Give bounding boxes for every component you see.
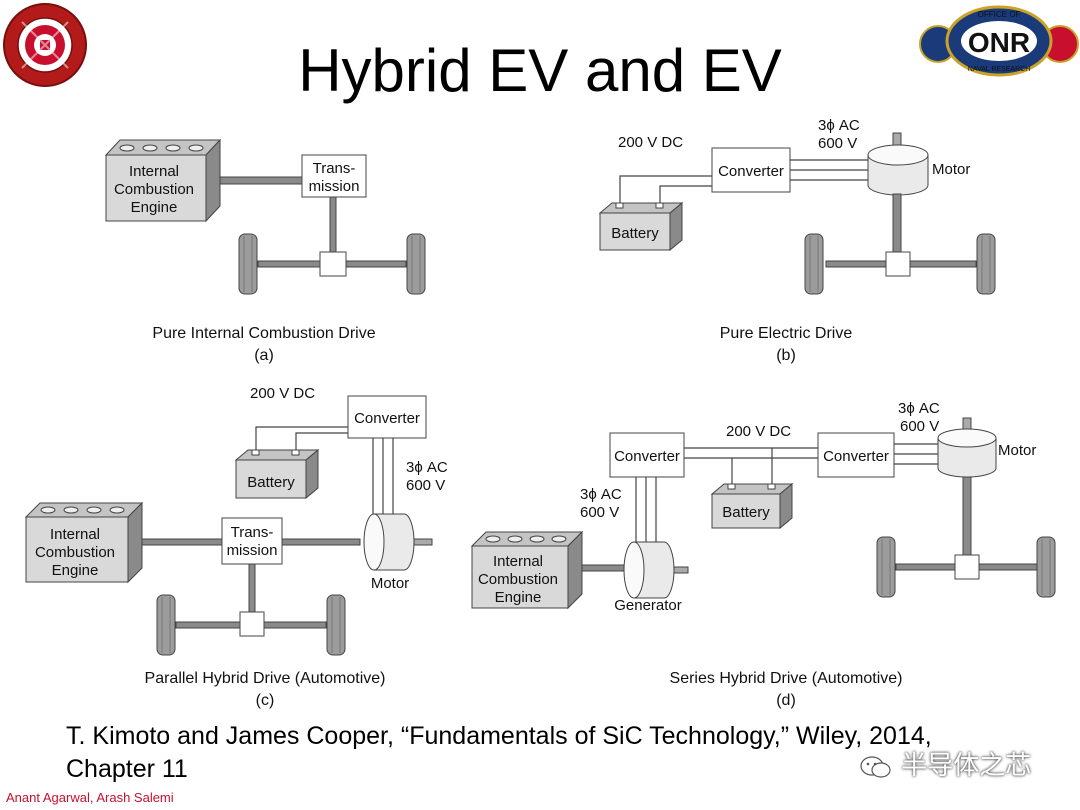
converter-box bbox=[711, 147, 791, 193]
transmission-box bbox=[221, 517, 283, 565]
dc-voltage-label: 200 V DC bbox=[618, 134, 683, 151]
watermark-text: 半导体之芯 bbox=[901, 750, 1032, 780]
ac-voltage-left-label-line2: 600 V bbox=[580, 504, 619, 521]
ac-voltage-label-line1: 3ϕ AC bbox=[818, 117, 860, 134]
differential bbox=[239, 611, 265, 637]
motor-label: Motor bbox=[998, 442, 1036, 459]
battery-label: Battery bbox=[722, 504, 770, 521]
converter-label: Converter bbox=[718, 163, 784, 180]
panel-d-caption: Series Hybrid Drive (Automotive) bbox=[670, 670, 903, 687]
engine-label-line2: Combustion bbox=[478, 571, 558, 588]
transmission-label-line2: mission bbox=[309, 178, 360, 195]
motor bbox=[867, 132, 929, 253]
converter-box-right bbox=[817, 432, 895, 478]
svg-text:OFFICE OF: OFFICE OF bbox=[978, 10, 1021, 19]
wheel bbox=[156, 594, 176, 656]
wheel bbox=[976, 233, 996, 295]
transmission-label-line1: Trans- bbox=[231, 524, 274, 541]
panel-a-pure-ice-drive: Internal Combustion Engine Trans- missio… bbox=[104, 138, 426, 364]
panel-d-series-hybrid-drive: Converter 200 V DC Converter 3ϕ AC 600 V… bbox=[470, 400, 1056, 709]
battery-label: Battery bbox=[611, 225, 659, 242]
ac-voltage-label-line2: 600 V bbox=[818, 135, 857, 152]
converter-box bbox=[347, 395, 427, 439]
engine-label-line3: Engine bbox=[131, 199, 178, 216]
slide-title: Hybrid EV and EV bbox=[298, 37, 782, 104]
svg-text:NAVAL RESEARCH: NAVAL RESEARCH bbox=[968, 66, 1031, 73]
engine-label-line1: Internal bbox=[50, 526, 100, 543]
ac-voltage-left-label-line1: 3ϕ AC bbox=[580, 486, 622, 503]
wheel bbox=[804, 233, 824, 295]
wheel bbox=[238, 233, 258, 295]
citation-line1: T. Kimoto and James Cooper, “Fundamental… bbox=[66, 722, 932, 750]
converter-right-label: Converter bbox=[823, 448, 889, 465]
wheel bbox=[326, 594, 346, 656]
converter-label: Converter bbox=[354, 410, 420, 427]
svg-text:ONR: ONR bbox=[968, 27, 1030, 58]
dc-voltage-label: 200 V DC bbox=[250, 385, 315, 402]
motor-label: Motor bbox=[932, 161, 970, 178]
wechat-icon bbox=[860, 756, 891, 778]
ac-voltage-label-line2: 600 V bbox=[406, 477, 445, 494]
battery: Battery bbox=[234, 448, 320, 500]
engine-block: Internal Combustion Engine bbox=[24, 501, 144, 584]
authors: Anant Agarwal, Arash Salemi bbox=[6, 790, 174, 805]
panel-b-caption: Pure Electric Drive bbox=[720, 325, 853, 342]
wheel bbox=[406, 233, 426, 295]
differential bbox=[885, 251, 911, 277]
engine-label-line3: Engine bbox=[52, 562, 99, 579]
battery-label: Battery bbox=[247, 474, 295, 491]
panel-c-parallel-hybrid-drive: 200 V DC Converter 3ϕ AC 600 V Battery I… bbox=[24, 385, 448, 709]
motor bbox=[363, 513, 433, 571]
ac-voltage-label-line1: 3ϕ AC bbox=[406, 459, 448, 476]
ac-voltage-right-label-line2: 600 V bbox=[900, 418, 939, 435]
motor bbox=[937, 417, 997, 558]
differential bbox=[319, 251, 347, 277]
transmission-label-line1: Trans- bbox=[313, 160, 356, 177]
citation-line2: Chapter 11 bbox=[66, 755, 188, 783]
engine-block: Internal Combustion Engine bbox=[104, 138, 222, 223]
engine-label-line2: Combustion bbox=[114, 181, 194, 198]
ac-voltage-right-label-line1: 3ϕ AC bbox=[898, 400, 940, 417]
panel-d-letter: (d) bbox=[776, 692, 796, 709]
engine-block: Internal Combustion Engine bbox=[470, 530, 584, 610]
engine-label-line3: Engine bbox=[495, 589, 542, 606]
engine-label-line2: Combustion bbox=[35, 544, 115, 561]
wheel bbox=[1036, 536, 1056, 598]
battery: Battery bbox=[710, 482, 794, 530]
wheel bbox=[876, 536, 896, 598]
engine-label-line1: Internal bbox=[129, 163, 179, 180]
panel-c-letter: (c) bbox=[256, 692, 275, 709]
generator-label: Generator bbox=[614, 597, 682, 614]
panel-a-letter: (a) bbox=[254, 347, 274, 364]
ohio-state-seal-logo bbox=[3, 3, 87, 87]
engine-label-line1: Internal bbox=[493, 553, 543, 570]
transmission-label-line2: mission bbox=[227, 542, 278, 559]
panel-b-letter: (b) bbox=[776, 347, 796, 364]
differential bbox=[954, 554, 980, 580]
panel-b-pure-electric-drive: 200 V DC 3ϕ AC 600 V Converter Motor Bat… bbox=[598, 117, 996, 364]
panel-a-caption: Pure Internal Combustion Drive bbox=[152, 325, 375, 342]
citation: T. Kimoto and James Cooper, “Fundamental… bbox=[66, 720, 1026, 786]
converter-box-left bbox=[609, 432, 685, 478]
battery: Battery bbox=[598, 201, 684, 252]
generator bbox=[623, 541, 689, 599]
dc-voltage-label: 200 V DC bbox=[726, 423, 791, 440]
office-of-naval-research-logo: ONR OFFICE OF NAVAL RESEARCH bbox=[919, 5, 1079, 77]
panel-c-caption: Parallel Hybrid Drive (Automotive) bbox=[145, 670, 386, 687]
watermark: 半导体之芯 bbox=[858, 745, 1031, 782]
motor-label: Motor bbox=[371, 575, 409, 592]
converter-left-label: Converter bbox=[614, 448, 680, 465]
